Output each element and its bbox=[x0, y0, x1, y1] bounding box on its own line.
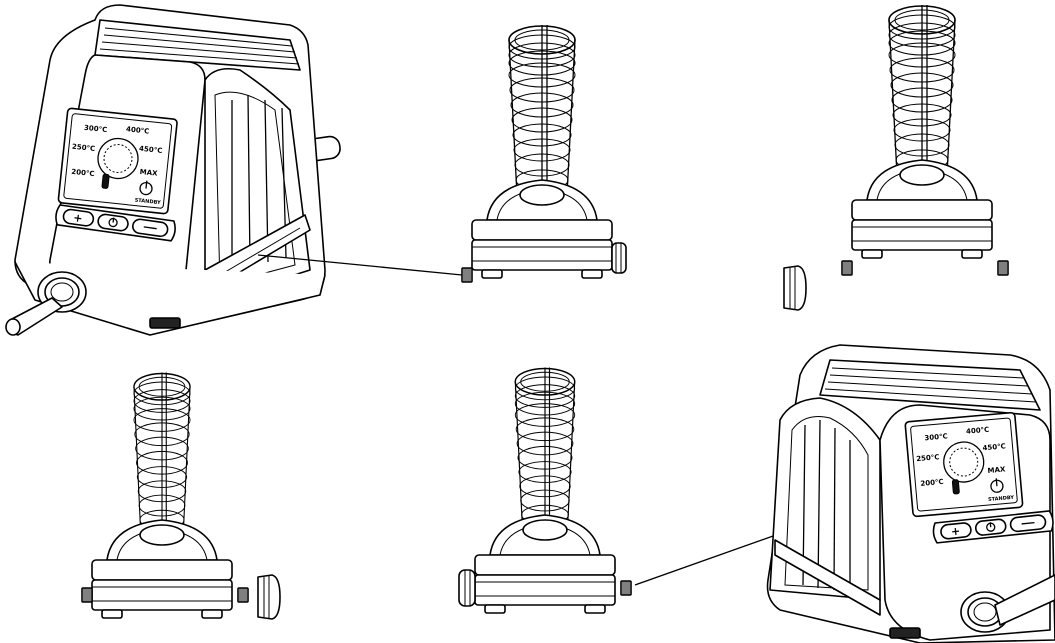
iron-holder-top-middle bbox=[461, 24, 627, 283]
leader-line-bottom bbox=[634, 529, 791, 586]
end-cap-top-right bbox=[783, 265, 807, 311]
soldering-station-right bbox=[766, 344, 1055, 643]
iron-holder-top-right bbox=[841, 4, 1009, 276]
leader-line-top bbox=[257, 254, 463, 276]
end-cap-bottom-left bbox=[257, 574, 281, 620]
iron-holder-bottom-middle bbox=[458, 366, 632, 614]
soldering-station-left bbox=[5, 4, 341, 336]
iron-holder-bottom-left bbox=[81, 371, 249, 619]
